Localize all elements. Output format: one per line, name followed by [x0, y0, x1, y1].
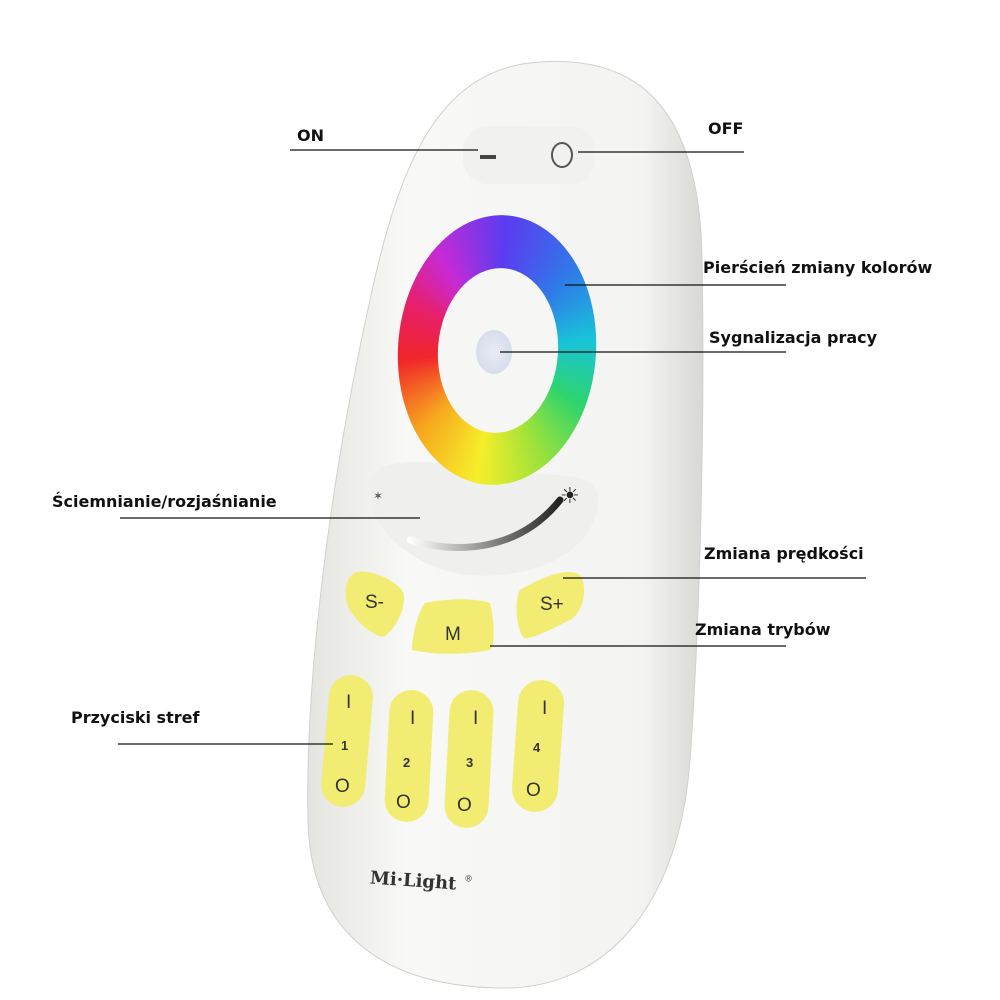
zone-4-button[interactable]: I 4 O	[510, 679, 565, 814]
on-button[interactable]	[480, 155, 496, 159]
label-speed-change: Zmiana prędkości	[704, 544, 864, 563]
speed-plus-label: S+	[540, 594, 564, 615]
label-color-ring: Pierścień zmiany kolorów	[703, 258, 932, 277]
label-zone-buttons: Przyciski stref	[71, 708, 200, 727]
zone-on-label: I	[473, 708, 478, 729]
zone-on-label: I	[346, 692, 351, 713]
zone-off-label: O	[526, 780, 541, 801]
speed-plus-button[interactable]: S+	[516, 571, 585, 639]
off-button[interactable]	[551, 142, 573, 168]
label-off: OFF	[708, 119, 743, 138]
zone-on-label: I	[542, 698, 547, 719]
mode-label: M	[445, 624, 461, 645]
zone-2-button[interactable]: I 2 O	[384, 689, 435, 823]
zone-off-label: O	[335, 776, 350, 797]
speed-minus-label: S-	[365, 592, 384, 613]
label-status-led: Sygnalizacja pracy	[709, 328, 878, 347]
zone-1-button[interactable]: I 1 O	[319, 673, 374, 808]
label-mode-change: Zmiana trybów	[695, 620, 831, 639]
power-pad	[463, 126, 595, 184]
zone-on-label: I	[410, 708, 415, 729]
brightness-slider[interactable]	[406, 496, 564, 551]
zone-off-label: O	[396, 792, 411, 813]
dim-sun-icon: ✶	[373, 489, 383, 503]
mode-button[interactable]: M	[412, 599, 494, 654]
zone-number: 3	[466, 755, 473, 770]
zone-number: 1	[341, 738, 348, 753]
zone-number: 4	[533, 740, 541, 755]
label-dimming: Ściemnianie/rozjaśnianie	[52, 492, 277, 511]
label-on: ON	[297, 126, 324, 145]
speed-minus-button[interactable]: S-	[345, 571, 405, 637]
brand-mark: ®	[465, 873, 473, 883]
zone-3-button[interactable]: I 3 O	[443, 689, 494, 829]
bright-sun-icon: ☀	[560, 483, 580, 508]
zone-number: 2	[403, 755, 410, 770]
zone-off-label: O	[457, 795, 472, 816]
